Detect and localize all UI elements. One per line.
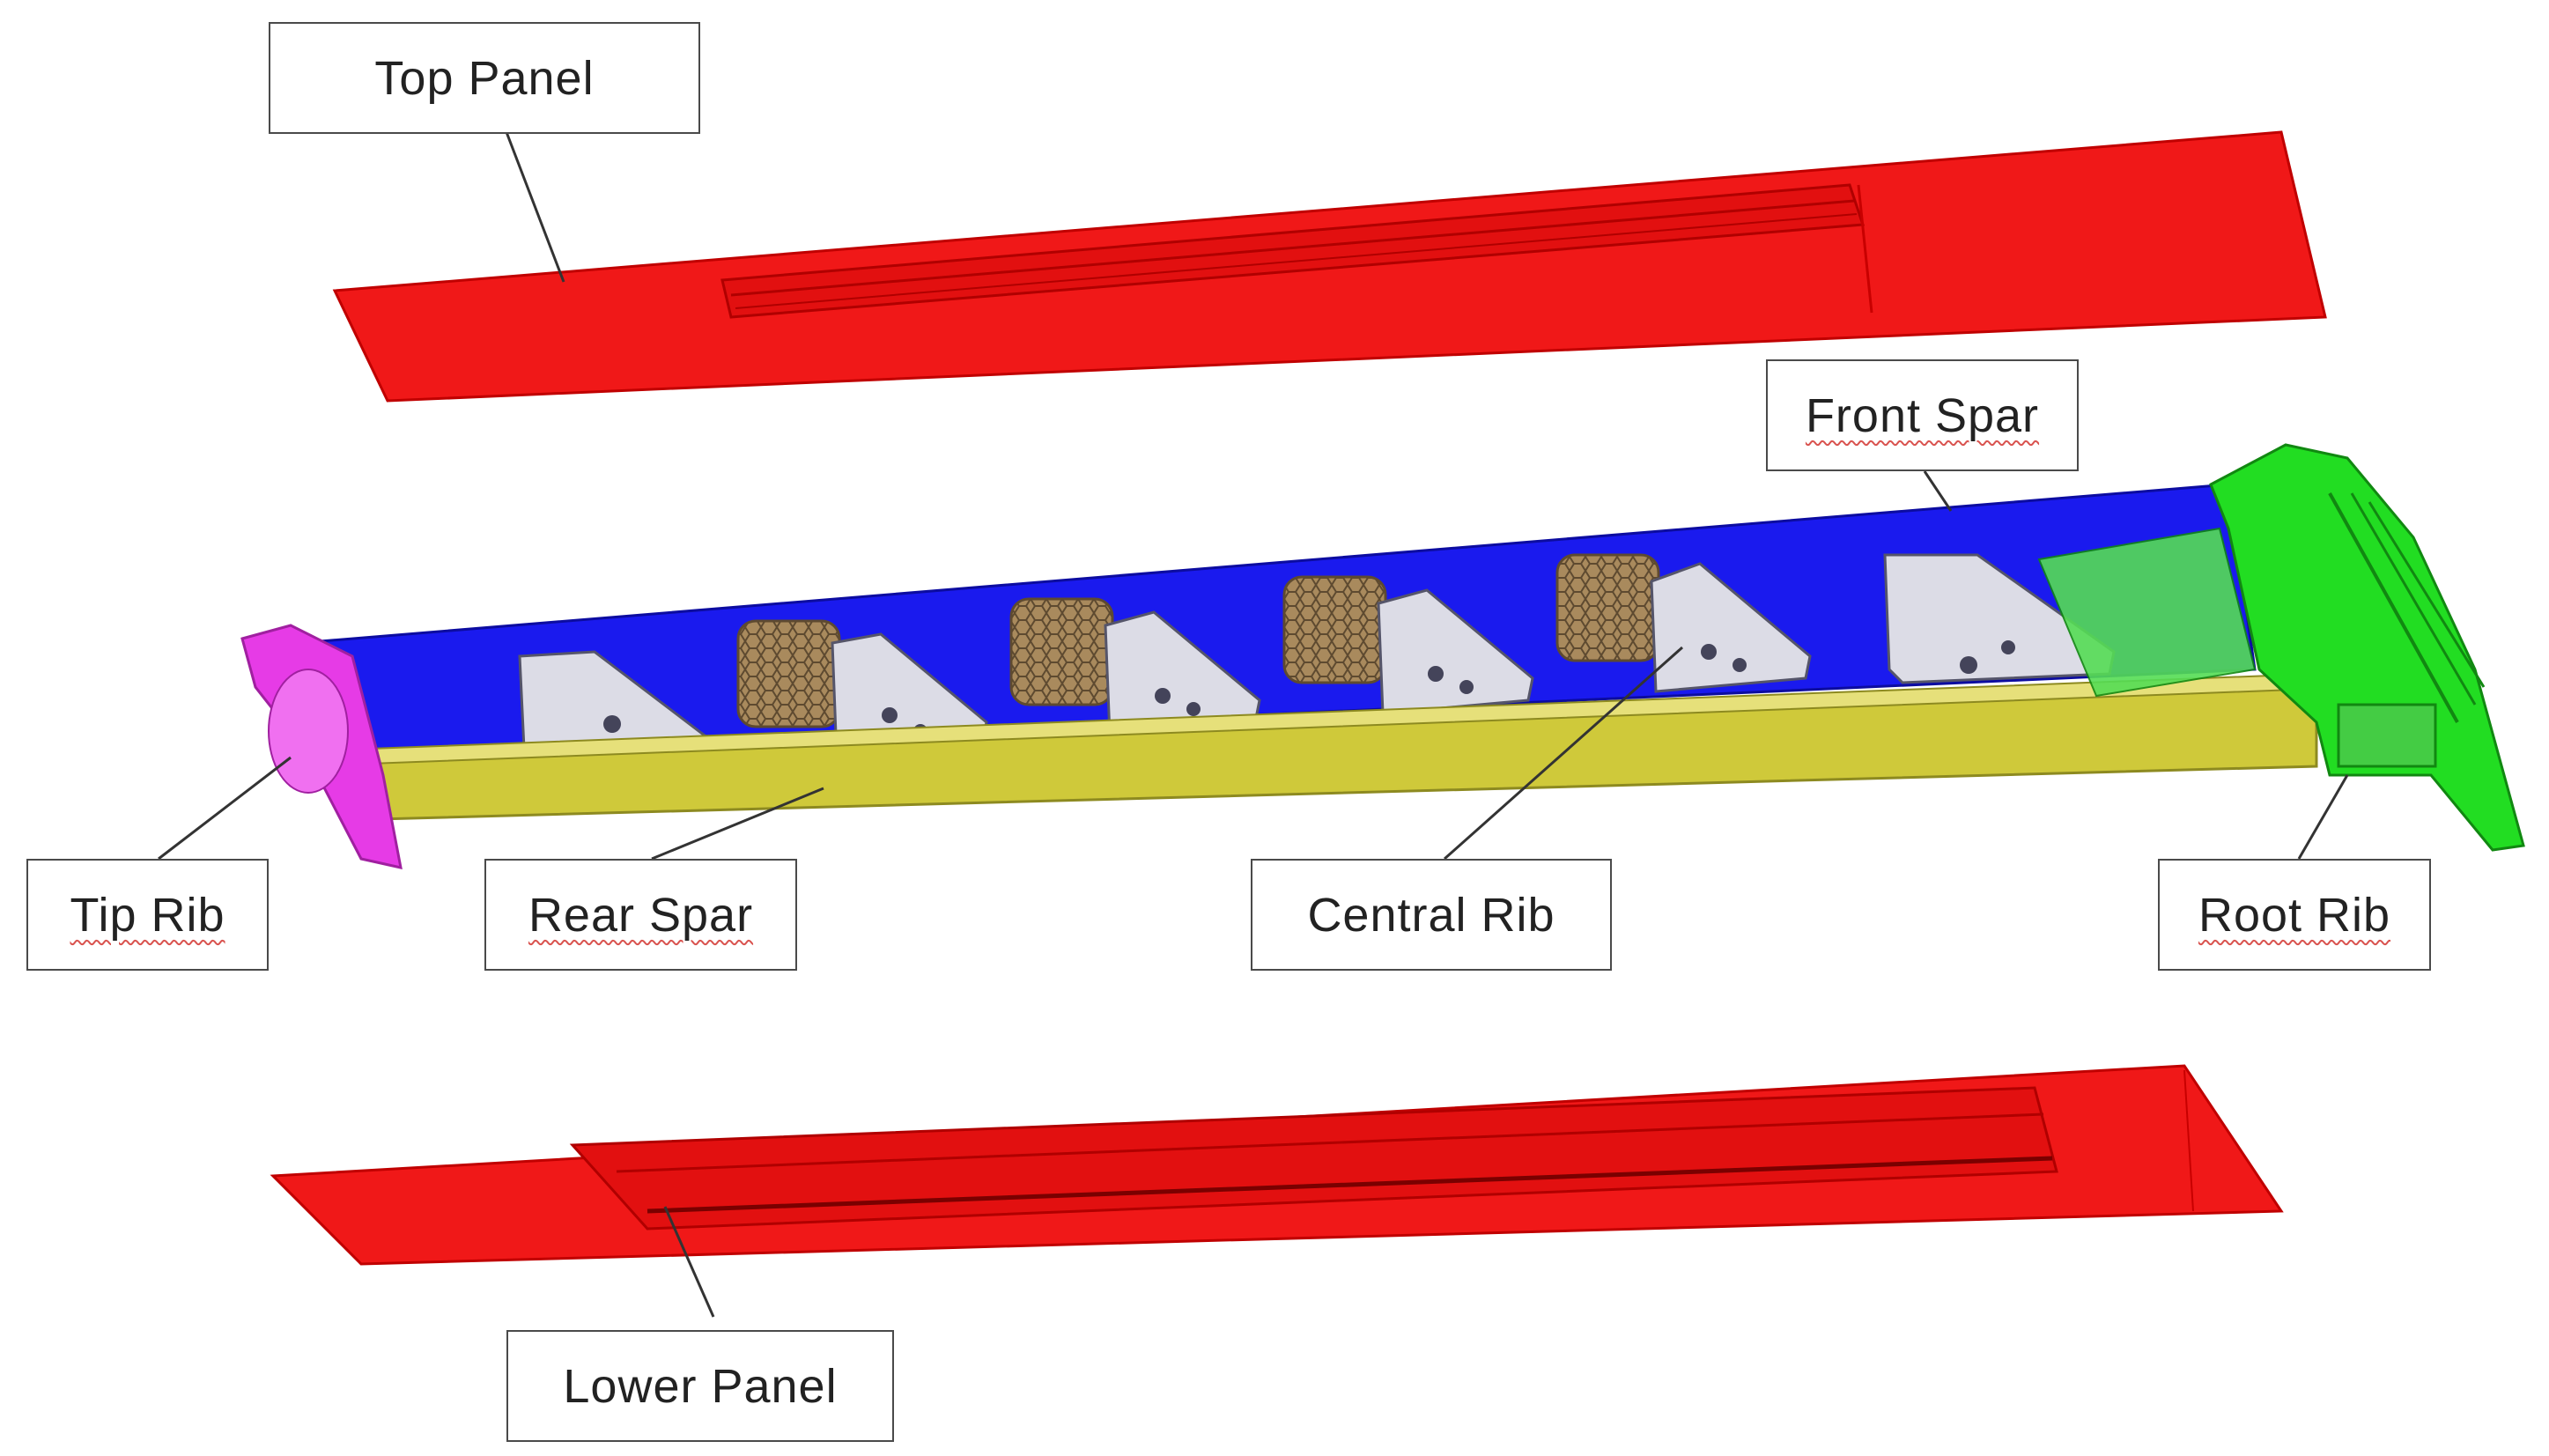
label-rear-spar: Rear Spar: [484, 859, 797, 971]
label-central-rib-text: Central Rib: [1307, 888, 1555, 942]
label-lower-panel-text: Lower Panel: [563, 1359, 838, 1413]
leader-root-rib: [2297, 774, 2349, 860]
label-root-rib-text: Root Rib: [2198, 888, 2391, 942]
leader-top-panel: [505, 131, 565, 283]
honeycomb-cores: [736, 553, 1660, 728]
label-rear-spar-text: Rear Spar: [528, 888, 754, 942]
leader-lower-panel: [663, 1206, 715, 1318]
label-front-spar-text: Front Spar: [1805, 388, 2040, 442]
label-tip-rib: Tip Rib: [26, 859, 269, 971]
label-central-rib: Central Rib: [1251, 859, 1612, 971]
label-lower-panel: Lower Panel: [506, 1330, 894, 1442]
root-rib: [2037, 443, 2525, 852]
label-top-panel: Top Panel: [269, 22, 700, 134]
top-panel: [332, 130, 2327, 403]
leader-rear-spar: [651, 787, 824, 861]
label-root-rib: Root Rib: [2158, 859, 2431, 971]
leader-front-spar: [1923, 470, 1953, 512]
leader-central-rib: [1444, 646, 1683, 861]
tip-rib: [240, 624, 403, 869]
label-front-spar: Front Spar: [1766, 359, 2079, 471]
lower-panel: [270, 1064, 2284, 1266]
label-top-panel-text: Top Panel: [374, 51, 595, 105]
label-tip-rib-text: Tip Rib: [70, 888, 225, 942]
leader-lines: [158, 131, 2349, 1318]
leader-tip-rib: [158, 756, 292, 861]
internal-ribs: [518, 553, 2116, 764]
